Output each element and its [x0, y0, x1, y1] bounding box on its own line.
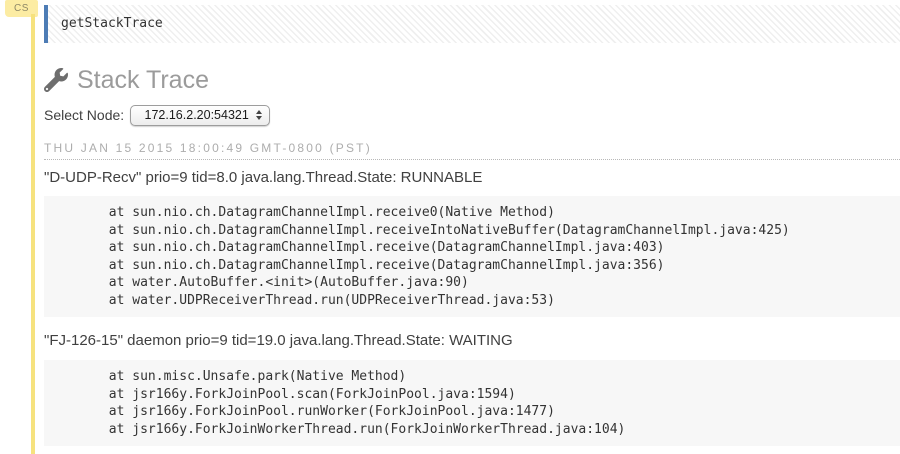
notebook-cell: getStackTrace Stack Trace Select Node: 1… — [44, 5, 900, 446]
wrench-icon — [44, 68, 68, 92]
timestamp: THU JAN 15 2015 18:00:49 GMT-0800 (PST) — [44, 141, 900, 160]
cell-type-badge: CS — [5, 0, 38, 17]
notebook-accent-rail — [31, 14, 35, 454]
output-heading: Stack Trace — [44, 65, 900, 95]
page-title: Stack Trace — [77, 65, 209, 94]
thread-header: "D-UDP-Recv" prio=9 tid=8.0 java.lang.Th… — [44, 169, 483, 186]
select-node-label: Select Node: — [44, 107, 125, 123]
stack-trace-block: at sun.misc.Unsafe.park(Native Method) a… — [44, 360, 900, 446]
select-arrows-icon — [256, 110, 263, 120]
node-select-value: 172.16.2.20:54321 — [144, 108, 249, 122]
thread-header: "FJ-126-15" daemon prio=9 tid=19.0 java.… — [44, 332, 513, 349]
node-select[interactable]: 172.16.2.20:54321 — [130, 104, 271, 126]
stack-trace-block: at sun.nio.ch.DatagramChannelImpl.receiv… — [44, 196, 900, 317]
cell-input[interactable]: getStackTrace — [44, 5, 900, 43]
